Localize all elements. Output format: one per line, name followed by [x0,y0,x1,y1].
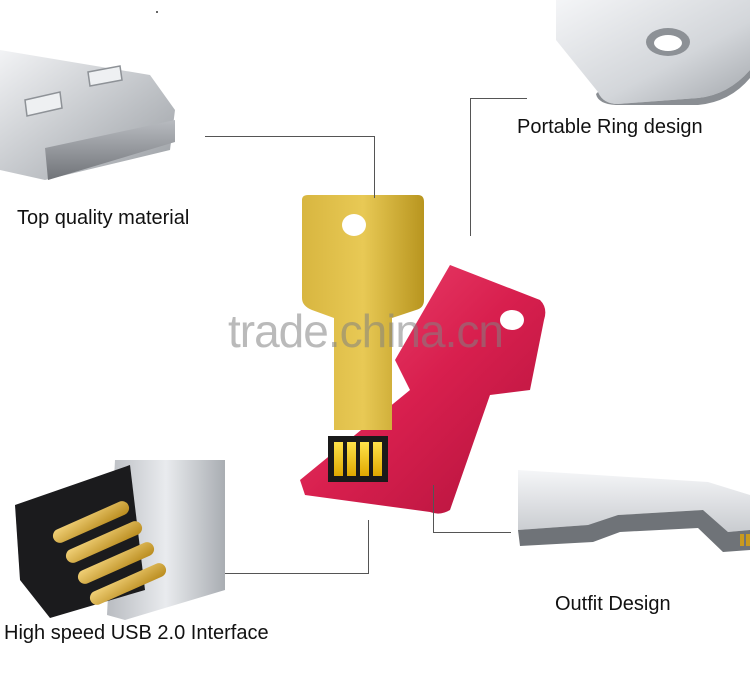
connector-line [470,98,471,236]
connector-line [374,136,375,198]
connector-line [205,136,375,137]
ring-hole-closeup-photo [556,0,750,105]
label-top-quality: Top quality material [17,207,190,229]
outline-edge-closeup-photo [518,470,750,552]
connector-line [368,520,369,574]
connector-line [433,532,511,533]
label-portable-ring: Portable Ring design [517,116,703,138]
connector-line [225,573,369,574]
label-outfit: Outfit Design [555,593,671,615]
speck [156,11,158,13]
key-usb-drives [300,195,546,514]
watermark: trade.china.cn [228,305,504,357]
usb-connector-closeup-photo [0,50,175,180]
connector-line [470,98,527,99]
usb-contacts-closeup-photo [15,460,225,620]
label-usb-interface: High speed USB 2.0 Interface [4,622,269,644]
connector-line [433,485,434,533]
gold-key [302,195,424,430]
